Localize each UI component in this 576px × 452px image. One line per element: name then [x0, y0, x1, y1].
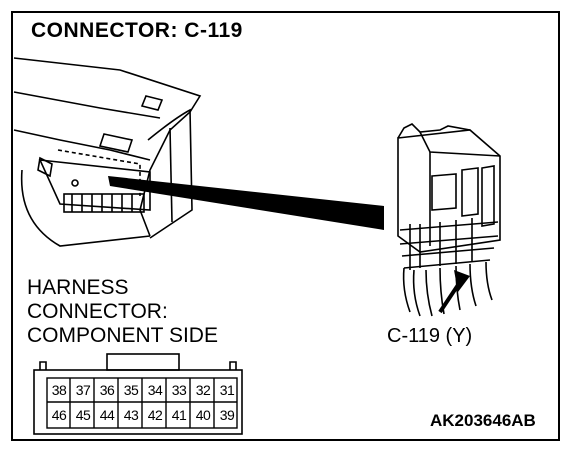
figure-frame	[11, 11, 560, 441]
connector-callout: C-119 (Y)	[387, 325, 473, 347]
figure-code: AK203646AB	[430, 411, 536, 430]
harness-connector-outline	[33, 353, 243, 435]
pin-label: 39	[219, 407, 235, 423]
pin-label: 32	[195, 382, 211, 398]
ecu-drawing	[397, 123, 501, 317]
pin-label: 40	[195, 407, 211, 423]
pin-label: 46	[51, 407, 67, 423]
zoom-wedge	[108, 176, 384, 230]
harness-label-line: CONNECTOR:	[27, 300, 168, 323]
pin-label: 36	[99, 382, 115, 398]
harness-label-line: COMPONENT SIDE	[27, 324, 218, 347]
harness-label-line: HARNESS	[27, 276, 129, 299]
pin-label: 33	[171, 382, 187, 398]
pin-label: 45	[75, 407, 91, 423]
harness-connector-label: HARNESS CONNECTOR: COMPONENT SIDE	[27, 276, 218, 348]
arrow-head-icon	[454, 270, 470, 292]
pin-label: 41	[171, 407, 187, 423]
pin-label: 42	[147, 407, 163, 423]
pin-label: 38	[51, 382, 67, 398]
pin-label: 43	[123, 407, 139, 423]
dashboard-drawing	[13, 57, 202, 247]
pin-label: 35	[123, 382, 139, 398]
pin-label: 44	[99, 407, 115, 423]
connector-title: CONNECTOR: C-119	[31, 19, 243, 42]
pin-label: 37	[75, 382, 91, 398]
pin-label: 34	[147, 382, 163, 398]
pin-label: 31	[219, 382, 235, 398]
